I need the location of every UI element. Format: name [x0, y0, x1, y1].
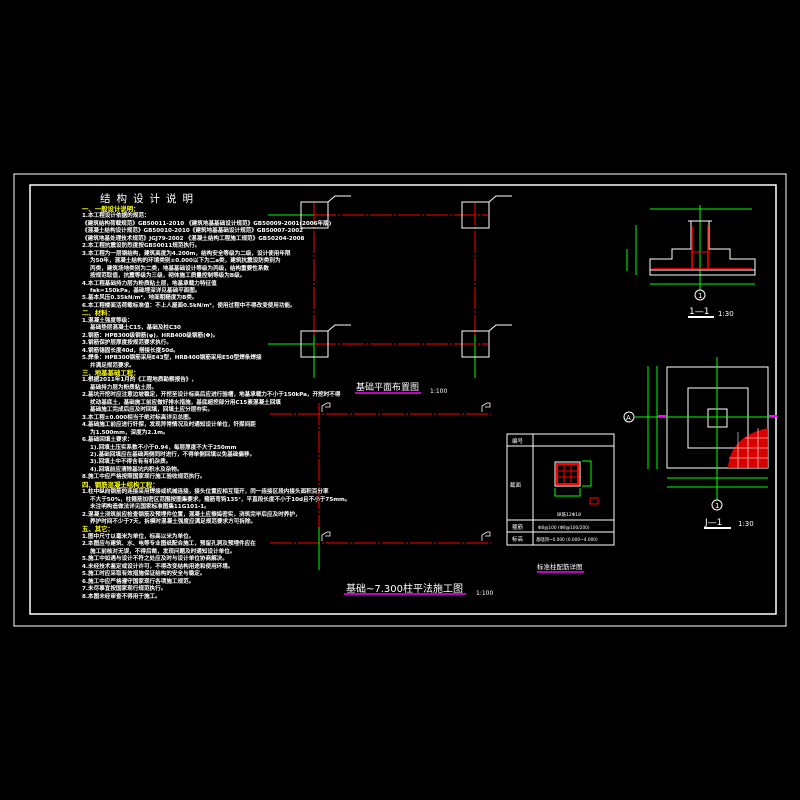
notes-line: 3.钢筋保护层厚度按规范要求执行。: [82, 340, 172, 347]
notes-line: 5.施工时应采取有效措施保证结构的安全与稳定。: [82, 571, 206, 578]
notes-line: 7.未尽事宜按国家现行规范执行。: [82, 586, 167, 593]
notes-line: 4.本工程基础持力层为粉质粘土层，地基承载力特征值: [82, 280, 217, 287]
notes-line: 并满足规范要求。: [90, 362, 135, 369]
plan2-scale: 1:100: [476, 590, 493, 597]
notes-line: 2.本图应与建筑、水、电等专业图纸配合施工，预留孔洞及预埋件应在: [82, 541, 256, 548]
notes-line: 1).回填土压实系数不小于0.94，每层厚度不大于250mm: [90, 444, 237, 451]
elevation-value: 基础顶~0.000 (0.000~4.000): [536, 536, 598, 543]
row-label-stirrup: 箍筋: [512, 523, 524, 531]
notes-line: 1.本工程设计依据的规范：: [82, 213, 150, 220]
notes-line: fak=150kPa，基础埋深详见基础平面图。: [90, 287, 201, 294]
notes-line: 5.施工中如遇与设计不符之处应及时与设计单位协商解决。: [82, 556, 228, 563]
notes-line: 2.钢筋：HPB300级钢筋(φ)，HRB400级钢筋(Φ)。: [82, 332, 219, 339]
plan2-title: 基础~7.300柱平法施工图: [346, 582, 463, 595]
footing-box: [461, 330, 490, 358]
notes-line: 6.本工程楼面活荷载标准值：不上人屋面0.5kN/m²，使用过程中不得改变使用功…: [82, 302, 296, 309]
notes-line: 1.柱中纵向钢筋的连接采用焊接或机械连接，接头位置应相互错开，同一连接区段内接头…: [82, 489, 329, 496]
notes-line: 1.混凝土强度等级：: [82, 317, 133, 324]
row-label-elevation: 标高: [512, 535, 524, 543]
notes-line: 养护时间不少于7天，拆模时混凝土强度应满足规范要求方可拆除。: [90, 519, 257, 526]
notes-line: 2).基础回填应在基础两侧同时进行，不得单侧回填以免基础偏移。: [90, 451, 256, 458]
notes-line: 按规范取值，抗震等级为三级，砌体施工质量控制等级为B级。: [90, 273, 246, 280]
notes-line: 《建筑地基处理技术规范》JGJ79-2002 《混凝土结构工程施工规范》GB50…: [82, 235, 305, 242]
section-note: 纵筋12Φ18: [557, 511, 581, 518]
j-1-scale: 1:30: [738, 520, 754, 528]
notes-line: 《建筑结构荷载规范》GB50011-2010 《建筑地基基础设计规范》GB500…: [82, 220, 332, 227]
footing-box: [461, 201, 490, 229]
notes-line: 扰动基底土，基础施工前应做好排水措施，基底超挖部分用C15素混凝土回填: [90, 399, 281, 406]
notes-heading: 二、材料：: [82, 309, 114, 318]
column-plan: 基础~7.300柱平法施工图 1:100: [270, 402, 493, 597]
notes-line: 3).回填土中不得含有有机杂质。: [90, 459, 172, 466]
row-label-section: 截面: [510, 481, 522, 489]
notes-line: 丙类，建筑场地类别为二类，地基基础设计等级为丙级，结构重要性系数: [90, 265, 270, 272]
notes-line: 2.本工程抗震设防烈度按GB50011规范执行。: [82, 243, 201, 250]
section-1-1-axis: 1: [698, 292, 702, 300]
notes-line: 1.图中尺寸以毫米为单位，标高以米为单位。: [82, 533, 195, 540]
notes-line: 2.混凝土浇筑前应检查钢筋及预埋件位置，混凝土应振捣密实，浇筑完毕后应及时养护，: [82, 511, 301, 518]
j-1-label: J—1: [704, 518, 722, 528]
j-1-axis-h: A: [626, 414, 631, 422]
foundation-plan: 基础平面布置图 1:100: [268, 195, 512, 395]
section-1-1-label: 1—1: [689, 307, 709, 317]
notes-line: 4).回填前应清除基坑内积水及杂物。: [90, 466, 183, 473]
section-1-1: [626, 205, 756, 318]
notes-title: 结构设计说明: [100, 193, 199, 205]
notes-line: 1.根据2011年1月的《工程地质勘察报告》，: [82, 377, 197, 384]
j-1-axis-v: 1: [715, 502, 719, 510]
notes-heading: 三、地基基础工程：: [82, 368, 140, 377]
notes-line: 不大于50%，柱箍筋加密区范围按图集要求，箍筋弯钩135°，平直段长度不小于10…: [90, 496, 351, 503]
notes-line: 施工前核对无误，不得后凿，发现问题及时通知设计单位。: [90, 548, 236, 555]
footing-box: [300, 201, 329, 229]
column-detail-table: [506, 433, 615, 546]
row-label-id: 编号: [512, 437, 524, 445]
plan1-scale: 1:100: [430, 388, 447, 395]
footing-box: [300, 330, 329, 358]
inner-frame: [29, 184, 777, 615]
notes-line: 6.施工中应严格遵守国家现行各项施工规范。: [82, 578, 195, 585]
notes-line: 《混凝土结构设计规范》GB50010-2010《建筑地基基础设计规范》GB500…: [82, 228, 304, 235]
notes-line: 3.本工程为一层钢结构，建筑高度为4.200m，结构安全等级为二级，设计使用年限: [82, 250, 291, 257]
notes-line: 为50年，混凝土结构的环境类别±0.000以下为二a类，建筑抗震设防类别为: [90, 258, 281, 265]
notes-line: 5.焊条：HPB300钢筋采用E43型，HRB400钢筋采用E50型焊条焊接: [82, 355, 262, 362]
notes-heading: 一、一般设计说明：: [82, 205, 140, 213]
notes-line: 3.本工程±0.000相当于绝对标高详见总图。: [82, 414, 195, 421]
notes-line: 8.施工中应严格按照国家现行施工验收规范执行。: [82, 474, 206, 481]
design-notes: 一、一般设计说明：1.本工程设计依据的规范：《建筑结构荷载规范》GB50011-…: [82, 205, 351, 601]
notes-line: 基础持力层为粉质粘土层。: [90, 384, 158, 391]
notes-line: 6.基础回填土要求：: [82, 437, 133, 444]
notes-line: 未注明构造做法详见国家标准图集11G101-1。: [90, 504, 210, 511]
footing-j-1: [623, 357, 778, 529]
notes-line: 2.基坑开挖时应注意边坡稳定，开挖至设计标高后应进行验槽，地基承载力不小于150…: [82, 392, 341, 399]
notes-line: 4.钢筋锚固长度40d，搭接长度50d。: [82, 347, 179, 354]
notes-line: 基础施工完成后应及时回填，回填土应分层夯实。: [90, 407, 214, 414]
notes-line: 5.基本风压0.35kN/m²，地面粗糙度为B类。: [82, 295, 198, 302]
notes-line: 4.基础施工前应进行钎探，发现异常情况及时通知设计单位，钎探间距: [82, 422, 256, 429]
plan1-title: 基础平面布置图: [356, 381, 419, 393]
notes-heading: 四、钢筋混凝土结构工程：: [82, 480, 159, 489]
stirrup-value: Φ8@100 (Φ8@100/200): [538, 525, 590, 531]
notes-line: 基础垫层混凝土C15，基础及柱C30: [90, 325, 181, 332]
notes-line: 4.未经技术鉴定或设计许可，不得改变结构用途和使用环境。: [82, 563, 234, 570]
notes-line: 8.本图未经审查不得用于施工。: [82, 593, 161, 600]
notes-heading: 五、其它：: [82, 525, 114, 534]
column-table-title: 标准柱配筋详图: [537, 562, 583, 571]
section-1-1-scale: 1:30: [718, 310, 734, 318]
notes-line: 为1.500mm，深度为2.1m。: [90, 429, 169, 436]
outer-frame: [13, 173, 787, 627]
